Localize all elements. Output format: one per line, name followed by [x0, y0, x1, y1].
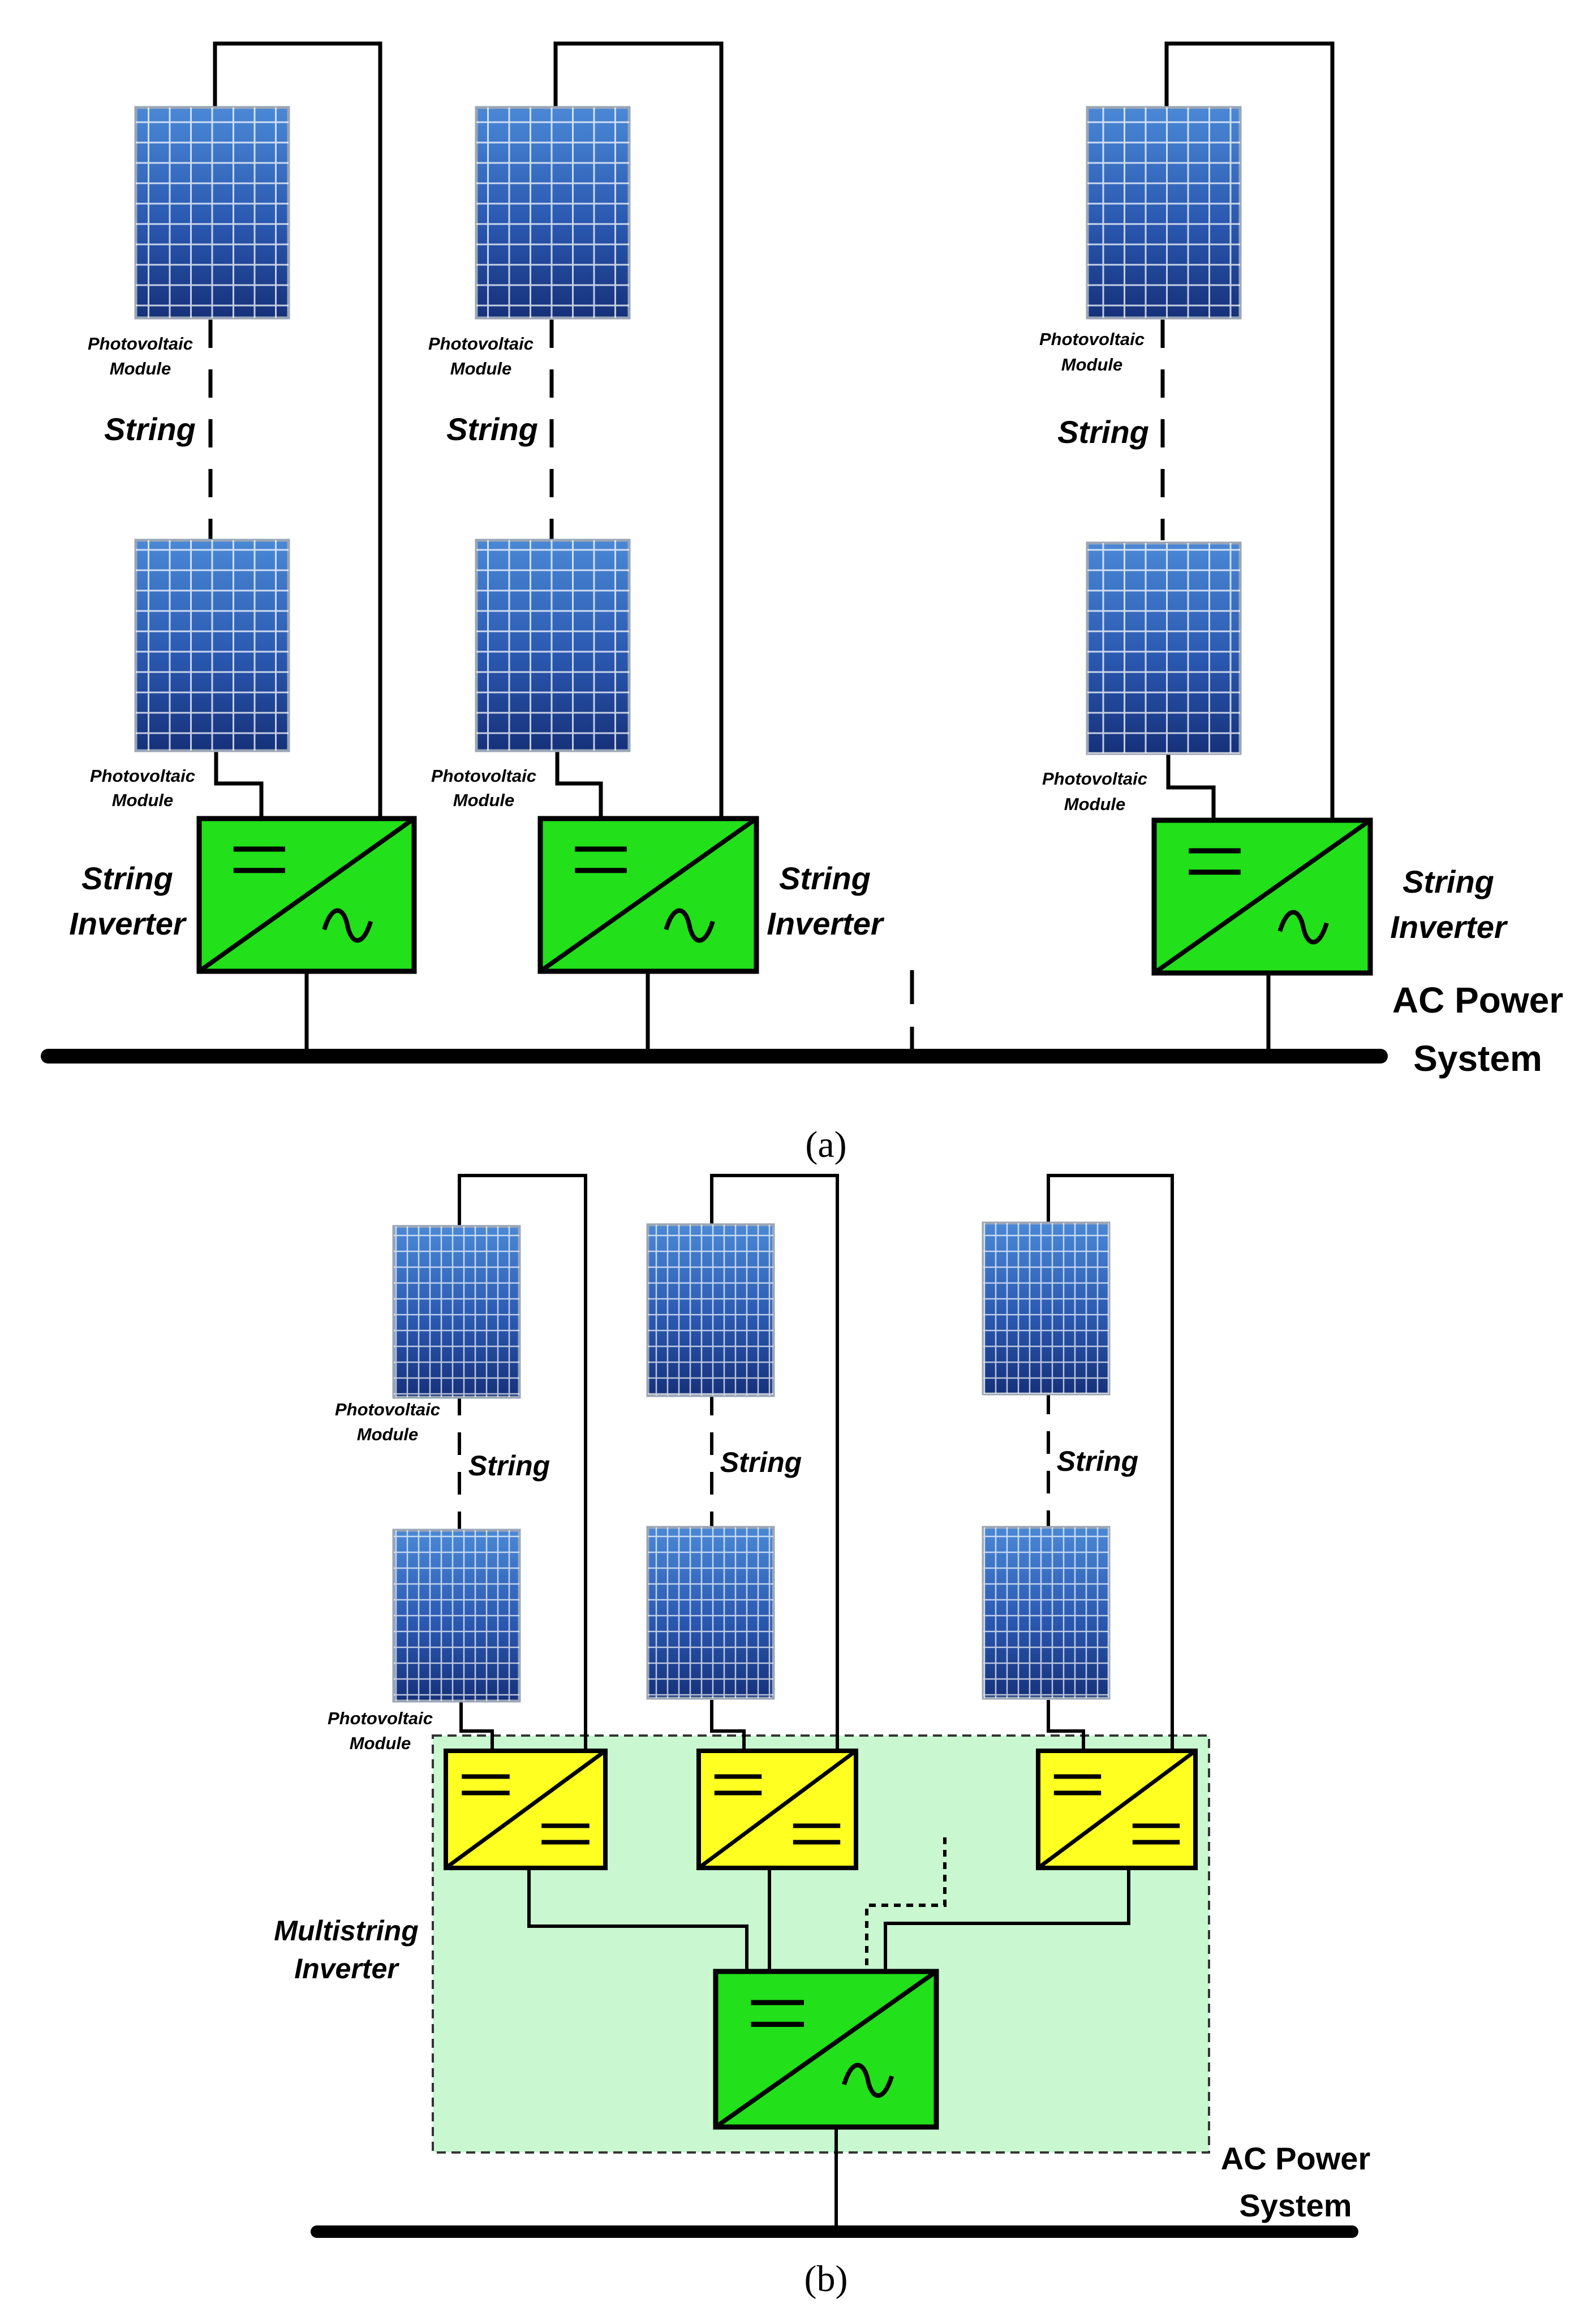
- ac-sine-icon: [664, 908, 715, 943]
- dc-dc-converter-icon: [696, 1749, 858, 1870]
- module-label-line1: Photovoltaic: [328, 1708, 433, 1728]
- pv-panel-icon: [392, 1529, 521, 1703]
- grid-label-line2: System: [1239, 2188, 1352, 2223]
- caption-a: (a): [805, 1124, 846, 1165]
- inverter-label-line1: String: [81, 860, 173, 896]
- module-label-line1: Photovoltaic: [1039, 329, 1145, 349]
- module-label-line2: Module: [1064, 794, 1126, 814]
- module-label-line2: Module: [112, 790, 174, 810]
- pv-panel-icon: [1086, 106, 1242, 320]
- extra-string-dotted-link: [865, 1837, 947, 1971]
- module-label-line2: Module: [357, 1424, 419, 1444]
- pv-panel-icon: [392, 1225, 521, 1399]
- pv-panel-icon: [982, 1221, 1111, 1396]
- pv-panel-icon: [475, 106, 631, 320]
- module-label-line1: Photovoltaic: [428, 334, 534, 354]
- pv-panel-icon: [1086, 541, 1242, 755]
- string-label: String: [104, 411, 196, 447]
- dc-symbol-icon: [575, 846, 627, 873]
- module-label-line1: Photovoltaic: [88, 334, 193, 354]
- pv-panel-icon: [646, 1223, 775, 1397]
- string-label: String: [1057, 414, 1149, 450]
- module-label-line1: Photovoltaic: [431, 766, 536, 786]
- module-label-line2: Module: [350, 1733, 411, 1753]
- dc-symbol-icon: [233, 846, 285, 873]
- dc-ac-inverter: [1151, 817, 1373, 976]
- pv-panel-icon: [982, 1526, 1111, 1700]
- string-label: String: [446, 411, 538, 447]
- module-label-line2: Module: [450, 359, 512, 378]
- string-label: String: [720, 1446, 802, 1478]
- grid-label-line2: System: [1413, 1038, 1542, 1079]
- dc-dc-converter-icon: [1036, 1749, 1198, 1870]
- pv-panel-icon: [134, 106, 290, 320]
- dc-ac-inverter: [713, 1969, 939, 2130]
- dc-ac-inverter: [537, 816, 759, 974]
- module-label-line2: Module: [453, 790, 515, 810]
- diagram-a-wiring: [208, 41, 1335, 1052]
- inverter-label-line1: String: [779, 860, 871, 896]
- pv-panel-icon: [475, 539, 631, 752]
- grid-label-line1: AC Power: [1221, 2141, 1371, 2176]
- ac-sine-icon: [1277, 910, 1329, 945]
- inverter-label-line1: String: [1403, 864, 1494, 899]
- dc-dc-converter-icon: [444, 1749, 608, 1870]
- module-label-line2: Module: [1061, 355, 1123, 374]
- dc-symbol-icon: [751, 2000, 804, 2027]
- module-label-line1: Photovoltaic: [335, 1400, 440, 1419]
- inverter-label-line2: Inverter: [1390, 909, 1508, 945]
- module-label-line1: Photovoltaic: [90, 766, 195, 786]
- string-label: String: [1057, 1445, 1138, 1477]
- dc-symbol-icon: [1189, 848, 1241, 875]
- grid-label-line1: AC Power: [1392, 980, 1563, 1021]
- pv-panel-icon: [646, 1526, 775, 1700]
- module-label-line1: Photovoltaic: [1042, 769, 1147, 789]
- dc-ac-inverter: [196, 816, 417, 974]
- caption-b: (b): [805, 2258, 848, 2300]
- string-label: String: [468, 1450, 550, 1482]
- ac-sine-icon: [842, 2063, 894, 2098]
- inverter-label-line2: Inverter: [69, 906, 187, 941]
- ac-sine-icon: [322, 908, 373, 943]
- diagram-b-labels: Photovoltaic Module String String String…: [274, 1400, 1138, 1984]
- multistring-label-line2: Inverter: [294, 1953, 399, 1984]
- module-label-line2: Module: [110, 359, 171, 378]
- multistring-label-line1: Multistring: [274, 1915, 419, 1947]
- inverter-label-line2: Inverter: [767, 906, 885, 941]
- pv-panel-icon: [134, 539, 290, 752]
- diagram-a-labels: Photovoltaic Module String Photovoltaic …: [69, 329, 1508, 945]
